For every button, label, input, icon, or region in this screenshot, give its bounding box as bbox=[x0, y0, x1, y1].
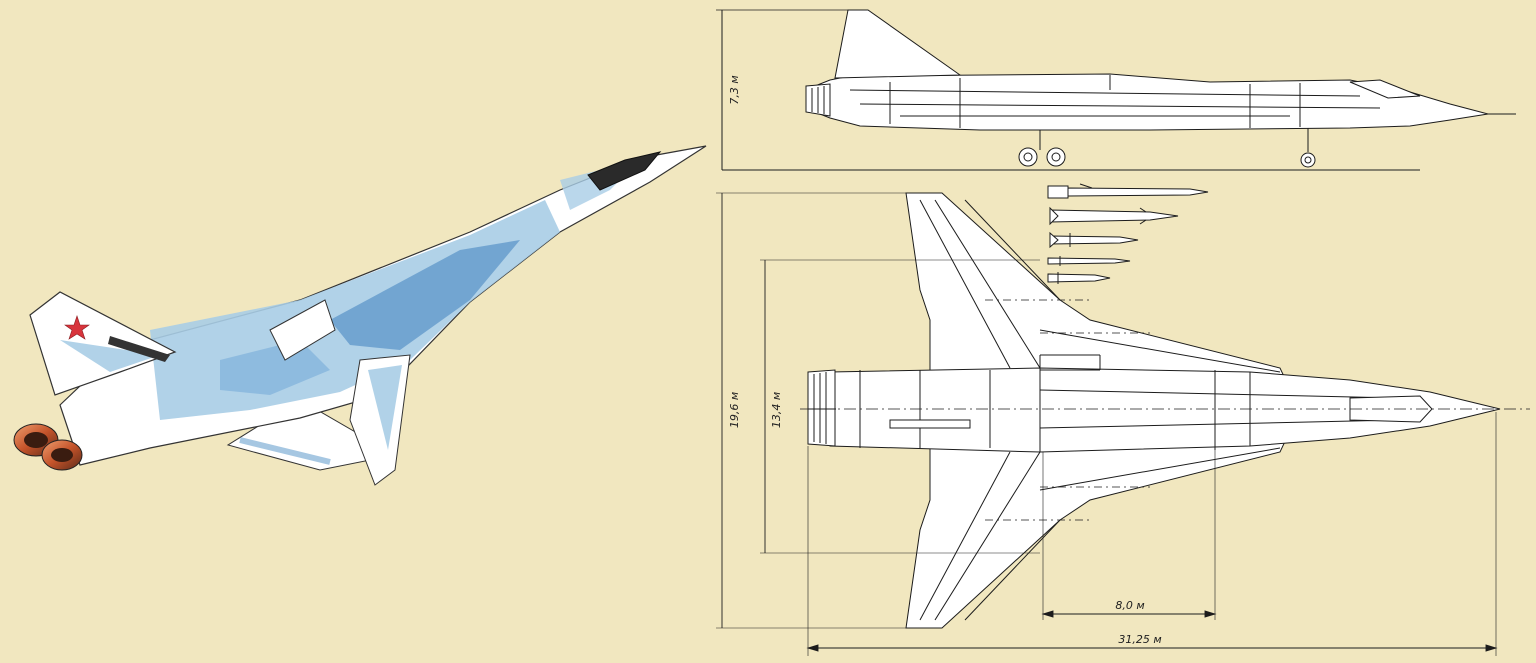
canopy bbox=[587, 151, 662, 191]
missile-5 bbox=[1047, 272, 1111, 284]
height-label: 7,3 м bbox=[728, 75, 741, 104]
weapons-loadout bbox=[1047, 183, 1209, 284]
top-view-drawing bbox=[800, 192, 1530, 629]
vertical-tail bbox=[29, 291, 177, 396]
length-label: 31,25 м bbox=[1118, 633, 1161, 646]
red-star-insignia bbox=[64, 315, 90, 340]
wing-root-label: 8,0 м bbox=[1115, 599, 1144, 612]
length-dimension: 31,25 м bbox=[806, 412, 1498, 656]
missile-2 bbox=[1049, 206, 1179, 226]
height-dimension: 7,3 м bbox=[716, 9, 848, 170]
tail-span-label: 13,4 м bbox=[770, 392, 783, 428]
perspective-aircraft-illustration bbox=[13, 145, 707, 486]
tail-span-dimension: 13,4 м bbox=[760, 259, 1040, 554]
missile-4 bbox=[1047, 256, 1131, 266]
wingspan-dimension: 19,6 м bbox=[716, 192, 906, 629]
missile-3 bbox=[1049, 231, 1139, 249]
side-view-drawing bbox=[722, 9, 1516, 171]
engine-nozzles bbox=[13, 423, 83, 471]
wingspan-label: 19,6 м bbox=[728, 392, 741, 428]
wing-root-dimension: 8,0 м bbox=[1041, 450, 1217, 620]
missile-1 bbox=[1047, 183, 1209, 199]
